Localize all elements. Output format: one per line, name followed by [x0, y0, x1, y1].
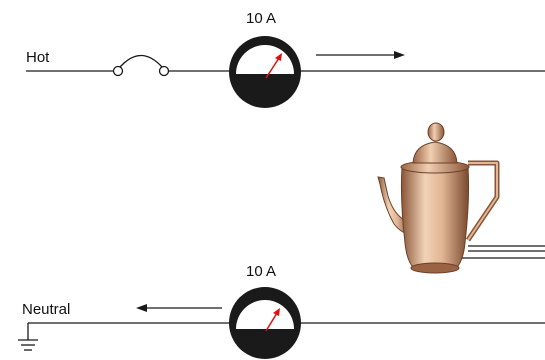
appliance-cord: [462, 245, 545, 259]
hot-label: Hot: [26, 49, 50, 66]
coffee-pot-icon: [377, 122, 500, 274]
current-arrow-hot: [316, 51, 405, 59]
ammeter-icon: [229, 36, 301, 108]
ammeter-icon: [229, 287, 301, 359]
fuse-icon: [112, 54, 170, 77]
neutral-label: Neutral: [22, 301, 70, 318]
bottom-meter-reading: 10 A: [246, 263, 276, 280]
current-arrow-neutral: [136, 304, 222, 312]
top-meter-reading: 10 A: [246, 10, 276, 27]
ground-icon: [18, 323, 38, 351]
